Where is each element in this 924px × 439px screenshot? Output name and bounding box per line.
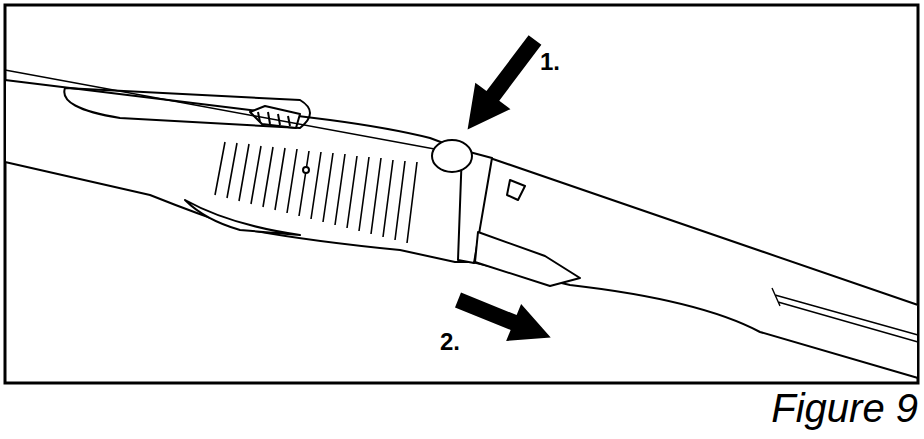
figure-caption: Figure 9 [771,388,918,428]
handle [5,80,470,262]
press-arrow [450,27,553,143]
pull-arrow [451,281,559,356]
grip-grille [215,142,417,243]
callout-number: 2. [440,330,460,354]
oval-slot [64,88,310,128]
callout-number: 1. [540,50,560,74]
frame [5,5,918,383]
guide-wire [5,70,440,150]
motion-arrows [450,27,558,356]
notch [507,180,525,200]
grooves [772,288,918,342]
slot [475,232,580,286]
release-button [432,140,472,172]
tool-drawing [5,70,918,378]
handle-flap [185,200,300,235]
screw-hole [303,167,309,173]
nozzle [472,158,918,378]
